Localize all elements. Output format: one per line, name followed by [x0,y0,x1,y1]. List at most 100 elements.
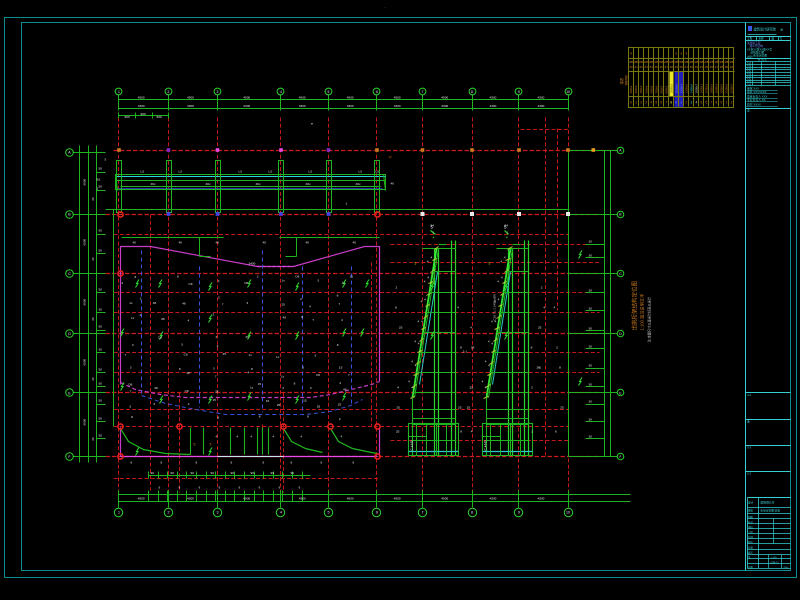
svg-text:4: 4 [485,360,487,364]
svg-text:40: 40 [133,241,137,245]
svg-text:专业: 专业 [747,69,752,73]
svg-text:25: 25 [245,335,249,339]
svg-text:6: 6 [706,101,708,105]
svg-text:4-4: 4-4 [747,393,751,397]
svg-text:1600x1: 1600x1 [699,84,703,94]
svg-text:C.4440: C.4440 [484,440,488,451]
svg-text:7: 7 [130,389,132,393]
svg-text:8: 8 [538,366,540,370]
svg-text:900x1: 900x1 [664,85,668,93]
svg-text:4: 4 [418,342,420,346]
svg-text:2: 2 [217,344,219,348]
svg-text:6: 6 [376,90,378,94]
svg-text:90: 90 [251,471,255,475]
svg-text:8: 8 [259,415,261,419]
svg-text:4500: 4500 [441,497,448,501]
svg-text:Z1: Z1 [634,65,638,69]
svg-text:4: 4 [218,279,220,283]
svg-text:4500: 4500 [299,96,306,100]
svg-text:4500: 4500 [394,497,401,501]
svg-text:Ø8: Ø8 [674,60,678,64]
svg-text:6000: 6000 [83,298,87,305]
svg-text:A: A [68,151,71,155]
svg-text:15: 15 [303,398,307,402]
svg-text:4: 4 [280,511,282,515]
svg-text:4: 4 [471,430,473,434]
svg-text:项目负责人 XXX: 项目负责人 XXX [747,94,767,98]
svg-text:25: 25 [396,406,400,410]
svg-text:2: 2 [168,90,170,94]
svg-text:出挑桁架结构定位图: 出挑桁架结构定位图 [631,280,639,330]
svg-text:3: 3 [130,366,132,370]
svg-text:Z0: Z0 [680,65,684,69]
svg-text:15: 15 [266,399,270,403]
svg-text:4: 4 [494,300,496,304]
svg-text:Ø8: Ø8 [659,60,663,64]
svg-text:0: 0 [630,101,632,105]
svg-text:3: 3 [310,386,312,390]
svg-text:Z3: Z3 [695,65,699,69]
svg-text:2: 2 [640,101,642,105]
svg-text:8: 8 [337,343,339,347]
svg-text:1x: 1x [250,386,254,390]
svg-text:40x: 40x [206,182,211,186]
svg-text:Z7: Z7 [665,65,669,69]
svg-text:E: E [68,392,71,396]
svg-text:Z5: Z5 [705,65,709,69]
svg-text:Ø8: Ø8 [639,60,643,64]
svg-text:Ø8: Ø8 [730,60,734,64]
svg-text:30: 30 [589,289,593,293]
svg-text:F: F [620,455,622,459]
svg-text:1: 1 [635,101,637,105]
svg-text:8: 8 [131,415,133,419]
svg-text:2: 2 [541,286,543,290]
svg-text:25: 25 [277,403,281,407]
svg-text:4: 4 [216,435,218,439]
svg-text:梁表: 梁表 [619,77,624,84]
svg-text:号: 号 [780,37,783,41]
svg-text:Z0: Z0 [730,65,734,69]
svg-text:4: 4 [341,318,343,322]
svg-text:L5: L5 [269,170,273,174]
svg-text:4: 4 [341,435,343,439]
svg-text:8: 8 [291,461,293,465]
svg-text:9: 9 [219,486,221,490]
svg-text:专业: 专业 [747,82,752,86]
svg-text:40: 40 [353,241,357,245]
svg-text:L5: L5 [309,170,313,174]
svg-text:3: 3 [217,90,219,94]
svg-text:30: 30 [589,327,593,331]
svg-text:30: 30 [589,418,593,422]
svg-text:50: 50 [99,399,103,403]
svg-text:3: 3 [282,386,284,390]
svg-text:C.4440: C.4440 [410,440,414,451]
svg-text:Ø8: Ø8 [700,60,704,64]
svg-text:日期: 日期 [748,546,753,550]
svg-text:6: 6 [376,511,378,515]
svg-text:40x: 40x [151,182,156,186]
svg-text:30: 30 [589,400,593,404]
svg-text:8: 8 [179,367,181,371]
svg-text:2: 2 [168,511,170,515]
svg-text:C8: C8 [185,389,189,393]
svg-text:8: 8 [716,101,718,105]
svg-text:25: 25 [317,404,321,408]
svg-text:8: 8 [301,315,303,319]
svg-text:7: 7 [124,353,126,357]
svg-text:比例: 比例 [748,535,753,539]
svg-text:4: 4 [427,260,429,264]
svg-text:3300: 3300 [299,104,306,108]
svg-text:5: 5 [210,443,212,447]
svg-text:7: 7 [215,374,217,378]
svg-text:4: 4 [504,256,506,260]
svg-text:图号: 图号 [748,540,753,544]
svg-text:0: 0 [721,101,723,105]
svg-text:5: 5 [489,262,491,266]
svg-text:8: 8 [131,461,133,465]
svg-text:Ø8: Ø8 [654,60,658,64]
svg-text:注:: 注: [747,108,751,112]
svg-text:1300x5: 1300x5 [684,84,688,94]
svg-text:6000: 6000 [83,238,87,245]
svg-text:30: 30 [589,345,593,349]
svg-text:2100x6: 2100x6 [725,84,729,94]
